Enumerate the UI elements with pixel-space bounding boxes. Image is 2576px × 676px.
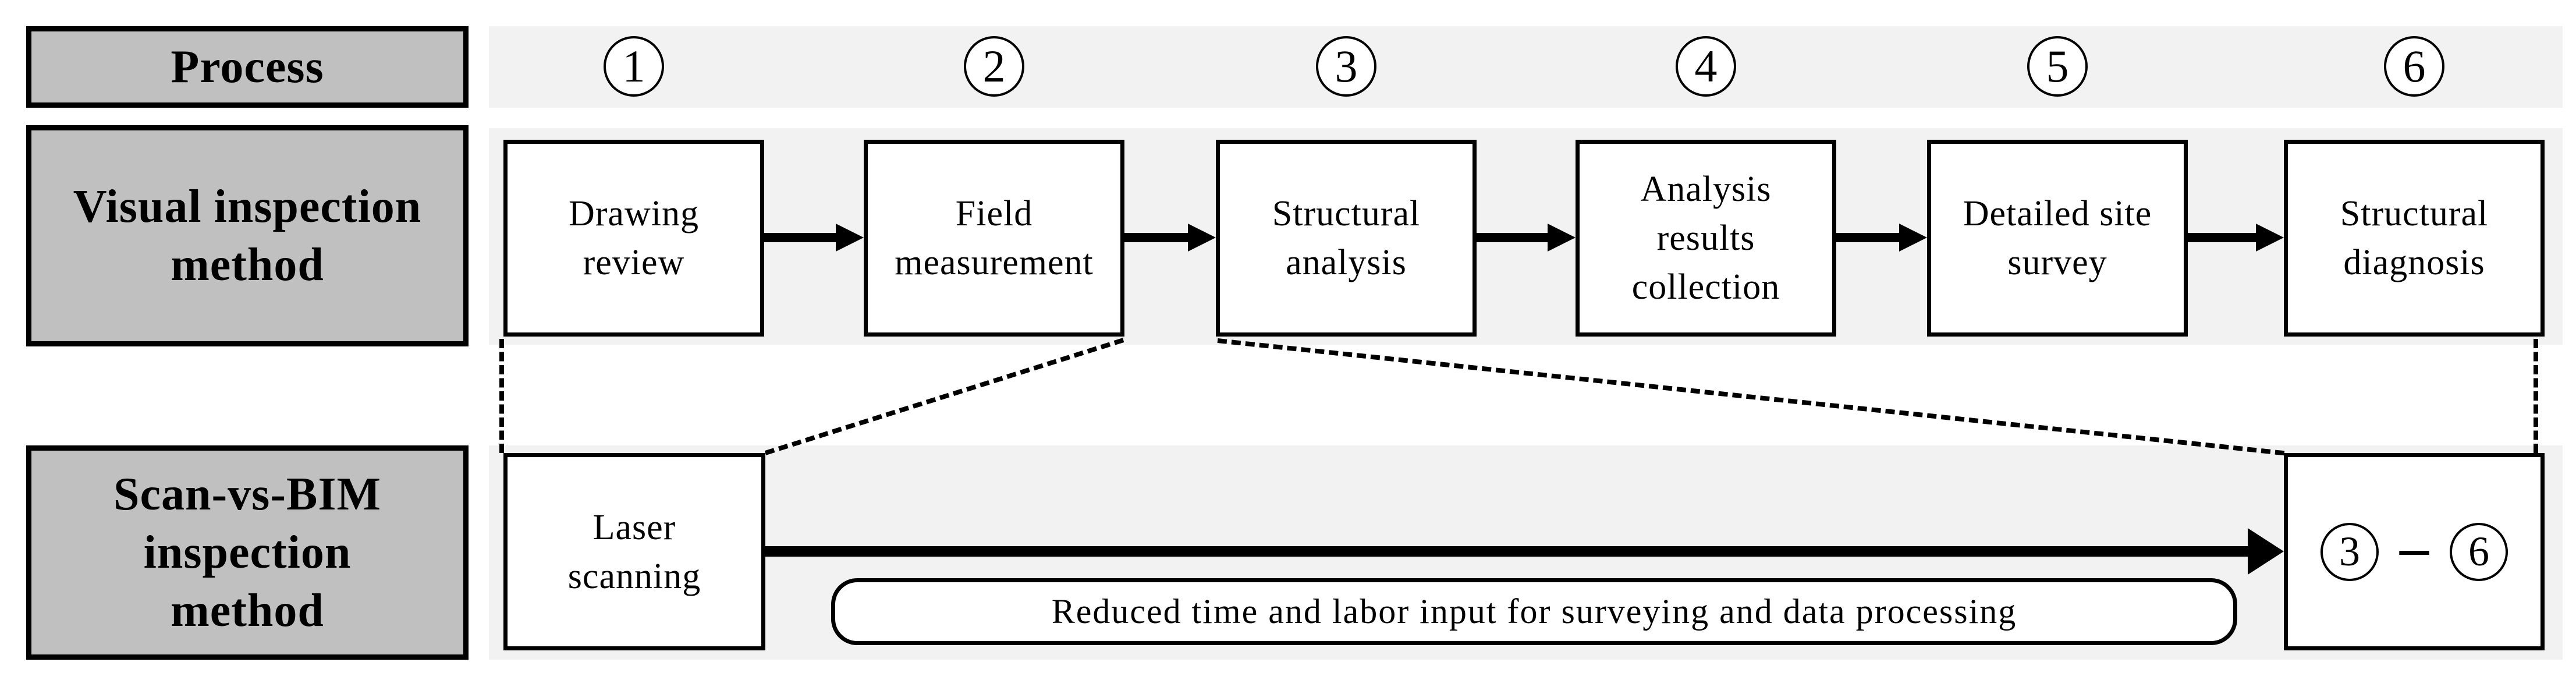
row-header-visual-inspection: Visual inspection method [26,125,469,346]
step-circle-2: 2 [964,36,1024,97]
scan-flow-arrow [765,546,2251,557]
step-label-detailed-site-survey: Detailed site survey [1963,194,2152,282]
flow-arrow-2-3 [1124,233,1190,242]
reduced-time-note-label: Reduced time and labor input for surveyi… [1051,592,2017,631]
step-box-analysis-results-collection: Analysis results collection [1576,140,1836,337]
flow-arrowhead-1-2-icon [836,224,864,252]
reduced-time-note: Reduced time and labor input for surveyi… [831,578,2237,645]
step-box-drawing-review: Drawing review [503,140,764,337]
range-start-number: 3 [2339,528,2360,575]
step-number-5: 5 [2046,41,2069,91]
row-header-scan-label: Scan-vs-BIM inspection method [113,469,381,636]
row-header-process-label: Process [171,41,324,93]
step-box-structural-diagnosis: Structural diagnosis [2284,140,2545,337]
step-box-field-measurement: Field measurement [864,140,1124,337]
step-number-2: 2 [982,41,1006,91]
process-row-band [489,26,2563,108]
dashed-connector-left [499,339,504,453]
step-label-field-measurement: Field measurement [895,194,1094,282]
steps-3-to-6-box: 3 – 6 [2284,453,2545,650]
step-circle-1: 1 [604,36,664,97]
range-start-circle: 3 [2320,522,2379,581]
dashed-connector-analysis-to-range [1217,338,2285,456]
dashed-connector-field-to-laser [764,338,1124,455]
step-number-3: 3 [1335,41,1358,91]
step-label-structural-analysis: Structural analysis [1272,194,1421,282]
row-header-process: Process [26,26,469,108]
range-dash: – [2400,514,2429,579]
laser-scanning-label: Laser scanning [567,507,701,596]
flow-arrow-5-6 [2188,233,2258,242]
step-circle-3: 3 [1316,36,1376,97]
step-box-detailed-site-survey: Detailed site survey [1927,140,2188,337]
range-end-circle: 6 [2450,522,2508,581]
flow-arrow-3-4 [1477,233,1550,242]
step-label-analysis-results-collection: Analysis results collection [1631,169,1780,307]
range-end-number: 6 [2468,528,2489,575]
flow-arrowhead-4-5-icon [1899,224,1927,252]
dashed-connector-right [2534,339,2538,453]
step-number-4: 4 [1694,41,1718,91]
row-header-scan-vs-bim: Scan-vs-BIM inspection method [26,445,469,660]
flow-arrowhead-2-3-icon [1188,224,1216,252]
laser-scanning-box: Laser scanning [503,453,765,650]
step-label-structural-diagnosis: Structural diagnosis [2340,194,2489,282]
step-number-6: 6 [2403,41,2426,91]
flow-arrowhead-5-6-icon [2256,224,2284,252]
step-circle-5: 5 [2027,36,2088,97]
scan-flow-arrowhead-icon [2248,528,2284,575]
flow-arrow-4-5 [1836,233,1901,242]
step-number-1: 1 [622,41,645,91]
step-label-drawing-review: Drawing review [569,194,699,282]
flow-arrow-1-2 [764,233,838,242]
row-header-visual-label: Visual inspection method [73,181,422,291]
step-circle-6: 6 [2384,36,2444,97]
flow-arrowhead-3-4-icon [1548,224,1576,252]
step-circle-4: 4 [1676,36,1736,97]
step-box-structural-analysis: Structural analysis [1216,140,1477,337]
